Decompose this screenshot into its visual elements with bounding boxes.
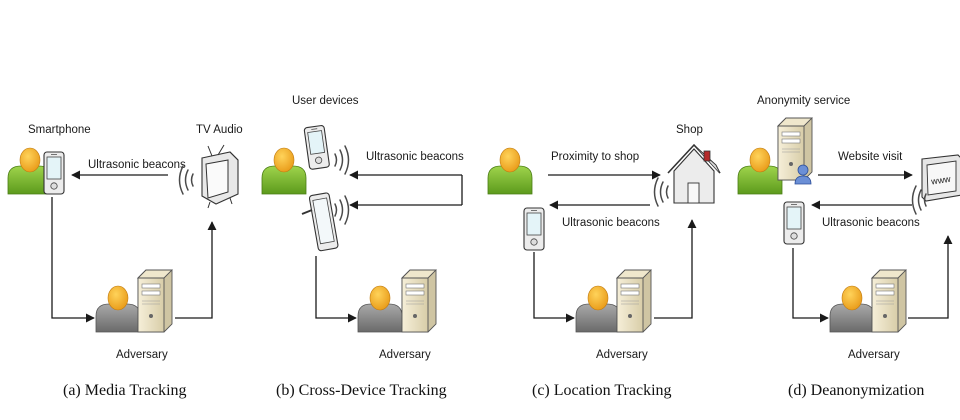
- panel-a-media-tracking: Smartphone TV Audio Ultrasonic beacons A…: [7, 124, 243, 399]
- to-shop-arrow: [654, 219, 697, 319]
- panel-caption: (a) Media Tracking: [63, 382, 187, 399]
- panel-caption: (c) Location Tracking: [532, 382, 672, 399]
- sound-waves-icon: [178, 165, 194, 195]
- report-arrow: [533, 252, 575, 323]
- panel-caption: (d) Deanonymization: [788, 382, 924, 399]
- adversary-icon: [829, 285, 875, 333]
- adversary-icon: [357, 285, 403, 333]
- adversary-icon: [575, 285, 621, 333]
- smartphone-label: Smartphone: [28, 124, 91, 136]
- ultrasonic-beacons-label: Ultrasonic beacons: [88, 159, 186, 171]
- www-text: www: [930, 174, 952, 187]
- sound-waves-icon: [334, 195, 350, 225]
- panel-d-deanonymization: Anonymity service Website visit Ultrason…: [737, 95, 960, 399]
- report-arrow: [51, 197, 95, 323]
- smartphone-icon: [43, 151, 65, 195]
- house-icon: [667, 143, 721, 204]
- adversary-label: Adversary: [596, 349, 648, 361]
- smartphone-icon: [303, 124, 331, 171]
- user-devices-label: User devices: [292, 95, 359, 107]
- computer-icon: [137, 269, 173, 333]
- panel-caption: (b) Cross-Device Tracking: [276, 382, 447, 399]
- adversary-label: Adversary: [848, 349, 900, 361]
- adversary-label: Adversary: [116, 349, 168, 361]
- proximity-label: Proximity to shop: [551, 151, 639, 163]
- adversary-icon: [95, 285, 141, 333]
- computer-icon: [401, 269, 437, 333]
- panel-c-location-tracking: Shop Proximity to shop Ultrasonic beacon…: [487, 124, 721, 399]
- anonymity-server-icon: [777, 117, 813, 185]
- tv-icon: [201, 144, 239, 209]
- user-icon: [487, 147, 533, 195]
- ultrasonic-beacons-label: Ultrasonic beacons: [366, 151, 464, 163]
- tablet-icon: [308, 192, 339, 252]
- stylus-icon: [301, 209, 313, 215]
- ultrasonic-beacons-label: Ultrasonic beacons: [822, 217, 920, 229]
- sound-waves-icon: [334, 145, 350, 175]
- user-icon: [737, 147, 783, 195]
- computer-icon: [616, 269, 652, 333]
- smartphone-icon: [523, 207, 545, 251]
- web-browser-icon: www: [921, 154, 960, 202]
- report-arrow: [792, 248, 829, 323]
- user-icon: [261, 147, 307, 195]
- tv-audio-label: TV Audio: [196, 124, 243, 136]
- website-visit-label: Website visit: [838, 151, 903, 163]
- anonymity-service-label: Anonymity service: [757, 95, 850, 107]
- ultrasonic-beacons-label: Ultrasonic beacons: [562, 217, 660, 229]
- sound-waves-icon: [653, 177, 669, 207]
- report-arrow: [315, 256, 357, 323]
- smartphone-icon: [783, 201, 805, 245]
- shop-label: Shop: [676, 124, 703, 136]
- adversary-label: Adversary: [379, 349, 431, 361]
- to-tv-arrow: [175, 221, 217, 319]
- computer-icon: [871, 269, 907, 333]
- panel-b-cross-device-tracking: User devices Ultrasonic beacons Adversar…: [261, 95, 464, 399]
- to-website-arrow: [908, 235, 953, 319]
